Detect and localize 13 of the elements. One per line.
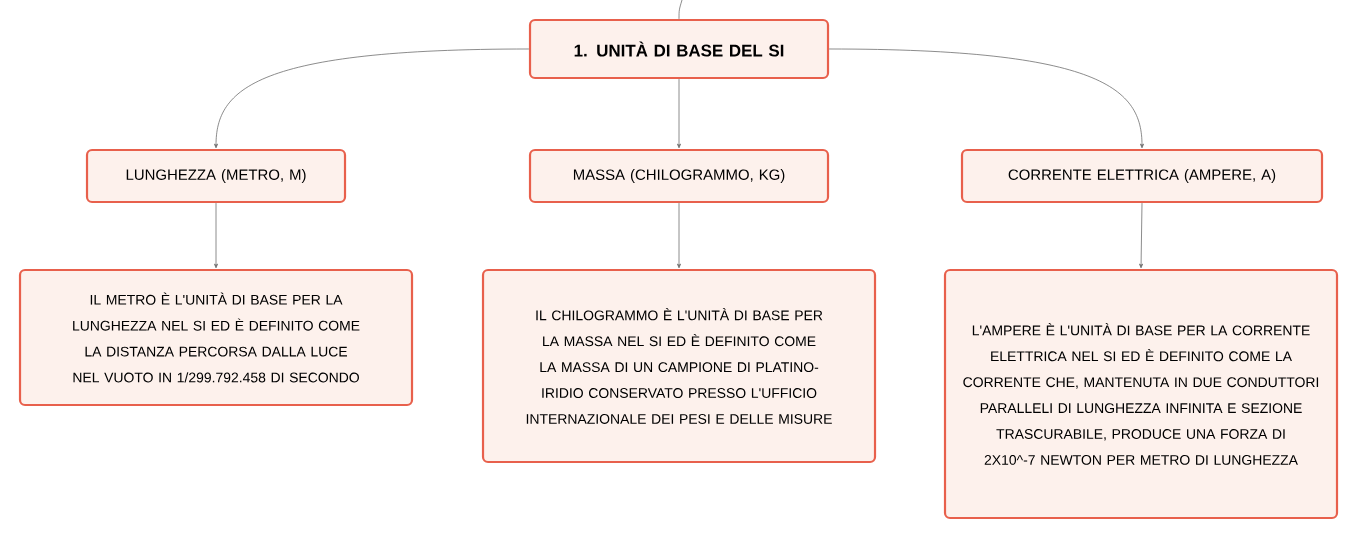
arrow (1139, 202, 1144, 269)
subtopic-box: CORRENTE ELETTRICA (AMPERE, A) (960, 148, 1324, 204)
description-box: IL CHILOGRAMMO È L'UNITÀ DI BASE PER LA MASSA NEL SI ED È DEFINITO COME LA MASSA DI UN CAMPIONE DI PLATINO-IRIDIO CONSERVATO PRESSO L'UFFICIO INTERNAZIONALE DEI PESI E DELLE MISURE (481, 268, 877, 464)
subtopic-box: MASSA (CHILOGRAMMO, KG) (528, 148, 830, 204)
arrow (828, 48, 1144, 149)
subtopic-box: LUNGHEZZA (METRO, M) (85, 148, 347, 204)
description-box: L'AMPERE È L'UNITÀ DI BASE PER LA CORRENTE ELETTRICA NEL SI ED È DEFINITO COME LA CORRENTE CHE, MANTENUTA IN DUE CONDUTTORI PARALLELI DI LUNGHEZZA INFINITA E SEZIONE TRASCURABILE, PRODUCE UNA FORZA DI 2X10^-7 NEWTON PER METRO DI LUNGHEZZA (943, 268, 1339, 520)
arrow (677, 202, 681, 269)
arrow (214, 48, 530, 149)
topic-box: 1. UNITÀ DI BASE DEL SI (528, 18, 830, 80)
arrow (214, 202, 218, 269)
arrow (677, 78, 681, 149)
description-box: IL METRO È L'UNITÀ DI BASE PER LA LUNGHEZZA NEL SI ED È DEFINITO COME LA DISTANZA PERCORSA DALLA LUCE NEL VUOTO IN 1/299.792.458 DI SECONDO (18, 268, 414, 407)
